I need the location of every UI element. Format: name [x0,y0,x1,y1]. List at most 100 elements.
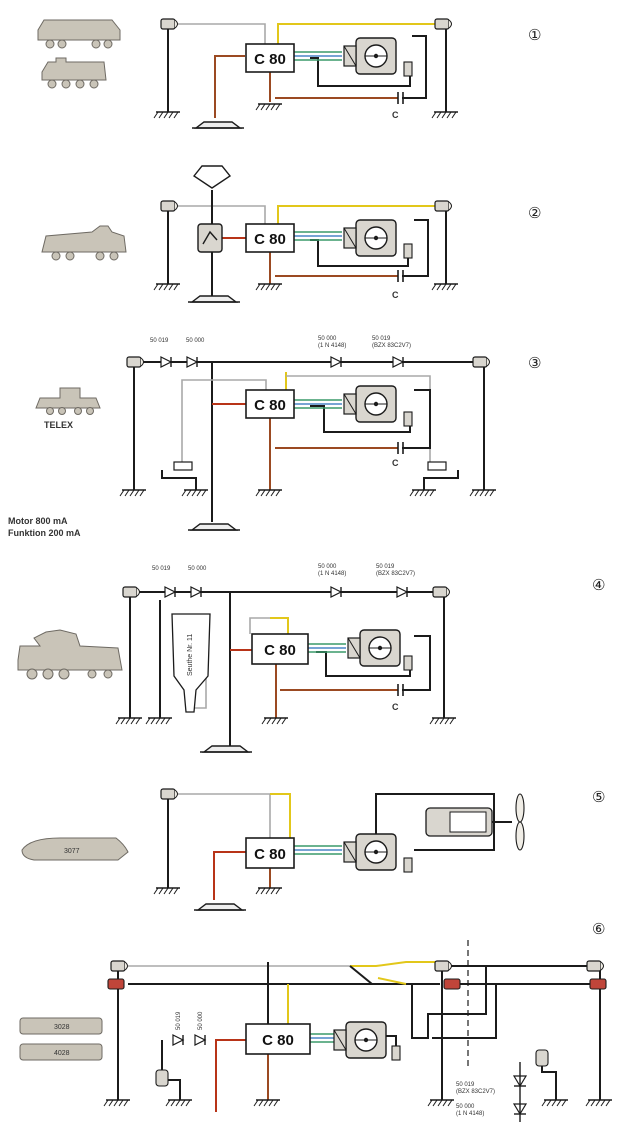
c80-label: C 80 [254,51,286,68]
motor-icon [343,37,397,75]
diagram-number: ② [528,204,541,222]
resistor-icon [403,243,413,259]
red-lamp-icon [107,978,125,990]
diode-label: 50 000(1 N 4148) [318,336,346,349]
lamp-icon [160,200,179,212]
ground-icon [253,1099,281,1107]
ground-icon [153,111,181,119]
ground-icon [469,489,497,497]
motor-icon [333,1021,387,1059]
smoke-generator-icon: Seuthe Nr. 11 [171,613,211,713]
ground-icon [261,717,289,725]
resistor-icon [391,1045,401,1061]
diode-label: 50 000 [198,1011,204,1030]
capacitor-icon [397,269,404,283]
diode-icon [186,356,198,368]
pickup-shoe-icon [191,121,245,129]
ground-icon [255,489,283,497]
ground-icon [431,283,459,291]
loco-label: 3077 [64,848,80,855]
resistor-icon [403,857,413,873]
diode-icon [190,586,202,598]
diode-label: 50 019 [176,1011,182,1030]
zener-diode-icon [512,1062,528,1122]
c80-label: C 80 [254,397,286,414]
lamp-icon [126,356,145,368]
ground-icon [165,1099,193,1107]
pickup-shoe-icon [187,523,241,531]
diode-label: 50 019 [152,566,171,572]
locomotive-icon: 3077 [21,837,129,861]
diagram-4: Seuthe Nr. 11 C 80 C 50 019 50 000 50 00… [17,564,605,753]
lamp-icon [586,960,605,972]
diode-icon [172,1034,184,1046]
loco-label: 3028 [54,1024,70,1031]
diode-icon [330,356,342,368]
loco-label: TELEX [44,420,73,430]
diode-icon [194,1034,206,1046]
current-note-function: Funktion 200 mA [8,528,81,538]
capacitor-label: C [392,110,399,120]
motor-icon [343,219,397,257]
ground-icon [153,283,181,291]
ground-icon [103,1099,131,1107]
lamp-icon [110,960,129,972]
switch-icon [197,223,223,253]
ground-icon [255,283,283,291]
capacitor-label: C [392,290,399,300]
red-lamp-icon [589,978,607,990]
ground-icon [585,1099,613,1107]
pantograph-shoe-icon [192,165,232,189]
lamp-icon [427,461,447,471]
c80-module [245,389,295,419]
diagram-1: C 80 C ① [37,18,541,129]
c80-label: C 80 [254,846,286,863]
capacitor-icon [397,683,404,697]
diagram-number: ③ [528,354,541,372]
diagram-number: ⑥ [592,920,605,938]
diagram-number: ① [528,26,541,44]
ground-icon [429,717,457,725]
ground-icon [181,489,209,497]
lamp-icon [434,18,453,30]
ground-icon [119,489,147,497]
lamp-icon [160,788,179,800]
diode-icon [160,356,172,368]
diode-label: 50 019(BZX 83C2V7) [456,1082,495,1095]
capacitor-icon [397,441,404,455]
ground-icon [255,103,283,111]
diode-label: 50 019(BZX 83C2V7) [376,564,415,577]
ground-icon [431,111,459,119]
motor-icon [347,629,401,667]
c80-module [251,633,309,665]
ground-icon [409,489,437,497]
diagram-number: ④ [592,576,605,594]
c80-label: C 80 [264,642,296,659]
diode-icon [396,586,408,598]
ground-icon [541,1099,569,1107]
diode-icon [330,586,342,598]
lamp-icon [472,356,491,368]
c80-label: C 80 [262,1032,294,1049]
lamp-icon [535,1049,549,1067]
motor-icon [343,385,397,423]
diode-label: 50 019 [150,338,169,344]
current-note-motor: Motor 800 mA [8,516,68,526]
locomotive-icon [37,19,121,89]
lamp-icon [173,461,193,471]
diagram-number: ⑤ [592,788,605,806]
smoke-label: Seuthe Nr. 11 [187,634,194,676]
diode-label: 50 019(BZX 83C2V7) [372,336,411,349]
ground-icon [255,887,283,895]
resistor-icon [403,61,413,77]
ground-icon [153,887,181,895]
c80-module [245,223,295,253]
c80-label: C 80 [254,231,286,248]
red-lamp-icon [443,978,461,990]
pickup-shoe-icon [187,295,241,303]
pickup-shoe-icon [199,745,253,753]
railcar-icon: 3028 4028 [19,1017,103,1061]
lamp-icon [432,586,451,598]
c80-module [245,1023,311,1055]
